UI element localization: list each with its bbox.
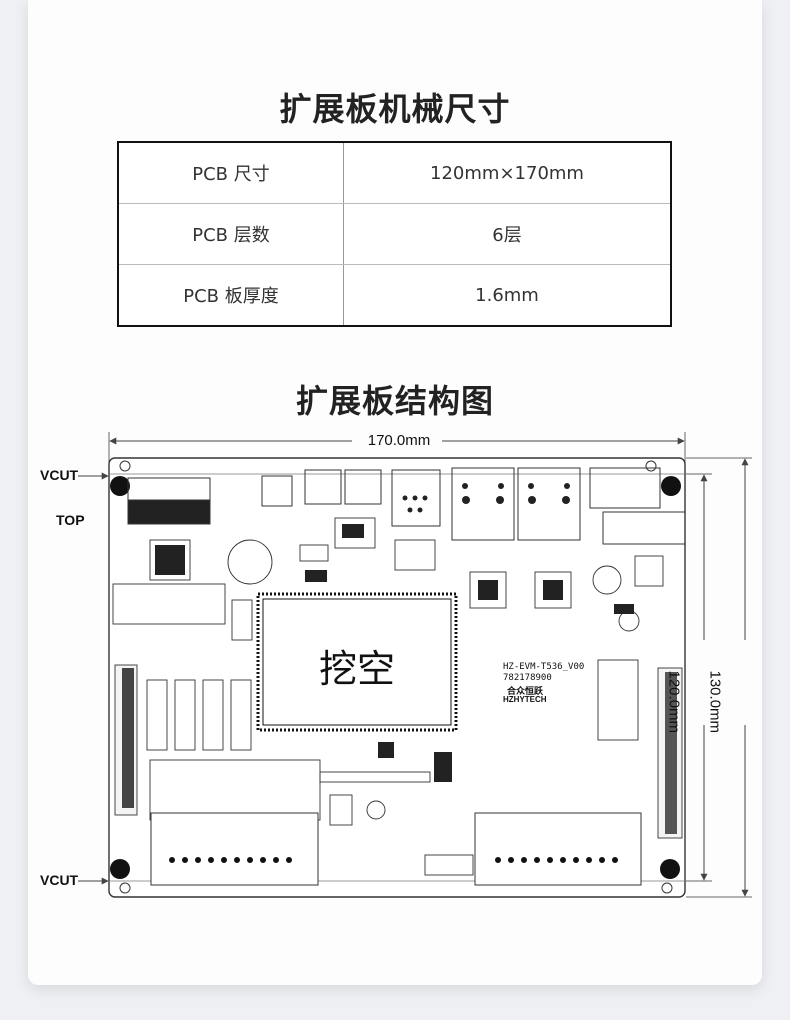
top-side-label: TOP bbox=[56, 512, 85, 528]
middle-ics bbox=[305, 524, 677, 834]
brand-en: HZHYTECH bbox=[503, 695, 547, 704]
left-ics bbox=[122, 545, 185, 808]
spec-value: 1.6mm bbox=[343, 264, 672, 327]
spec-value: 120mm×170mm bbox=[343, 141, 672, 204]
terminal-blocks bbox=[150, 812, 642, 886]
spec-key: PCB 板厚度 bbox=[117, 264, 344, 327]
table-row: PCB 板厚度 1.6mm bbox=[117, 264, 672, 327]
board-name: HZ-EVM-T536_V00 bbox=[503, 662, 585, 672]
width-dimension bbox=[108, 432, 686, 462]
vcut-bottom-label: VCUT bbox=[40, 872, 79, 888]
rj45-pins bbox=[402, 483, 570, 513]
cutout-inner bbox=[262, 598, 452, 726]
height-dimensions bbox=[686, 457, 752, 898]
outer-height-label: 130.0mm bbox=[707, 671, 724, 734]
inner-height-label: 120.0mm bbox=[666, 671, 683, 734]
table-row: PCB 层数 6层 bbox=[117, 203, 672, 265]
mech-size-title: 扩展板机械尺寸 bbox=[279, 90, 511, 128]
spec-table: PCB 尺寸 120mm×170mm PCB 层数 6层 PCB 板厚度 1.6… bbox=[117, 141, 672, 327]
vcut-top-label: VCUT bbox=[40, 467, 79, 483]
top-connectors bbox=[127, 467, 686, 545]
mounting-holes bbox=[110, 460, 681, 894]
structure-title: 扩展板结构图 bbox=[295, 382, 494, 420]
width-dimension-label: 170.0mm bbox=[367, 432, 431, 449]
brand-cn: 合众恒跃 bbox=[507, 686, 544, 696]
board-code: 782178900 bbox=[503, 673, 552, 683]
cutout-label: 挖空 bbox=[318, 647, 395, 691]
spec-value: 6层 bbox=[343, 203, 672, 265]
